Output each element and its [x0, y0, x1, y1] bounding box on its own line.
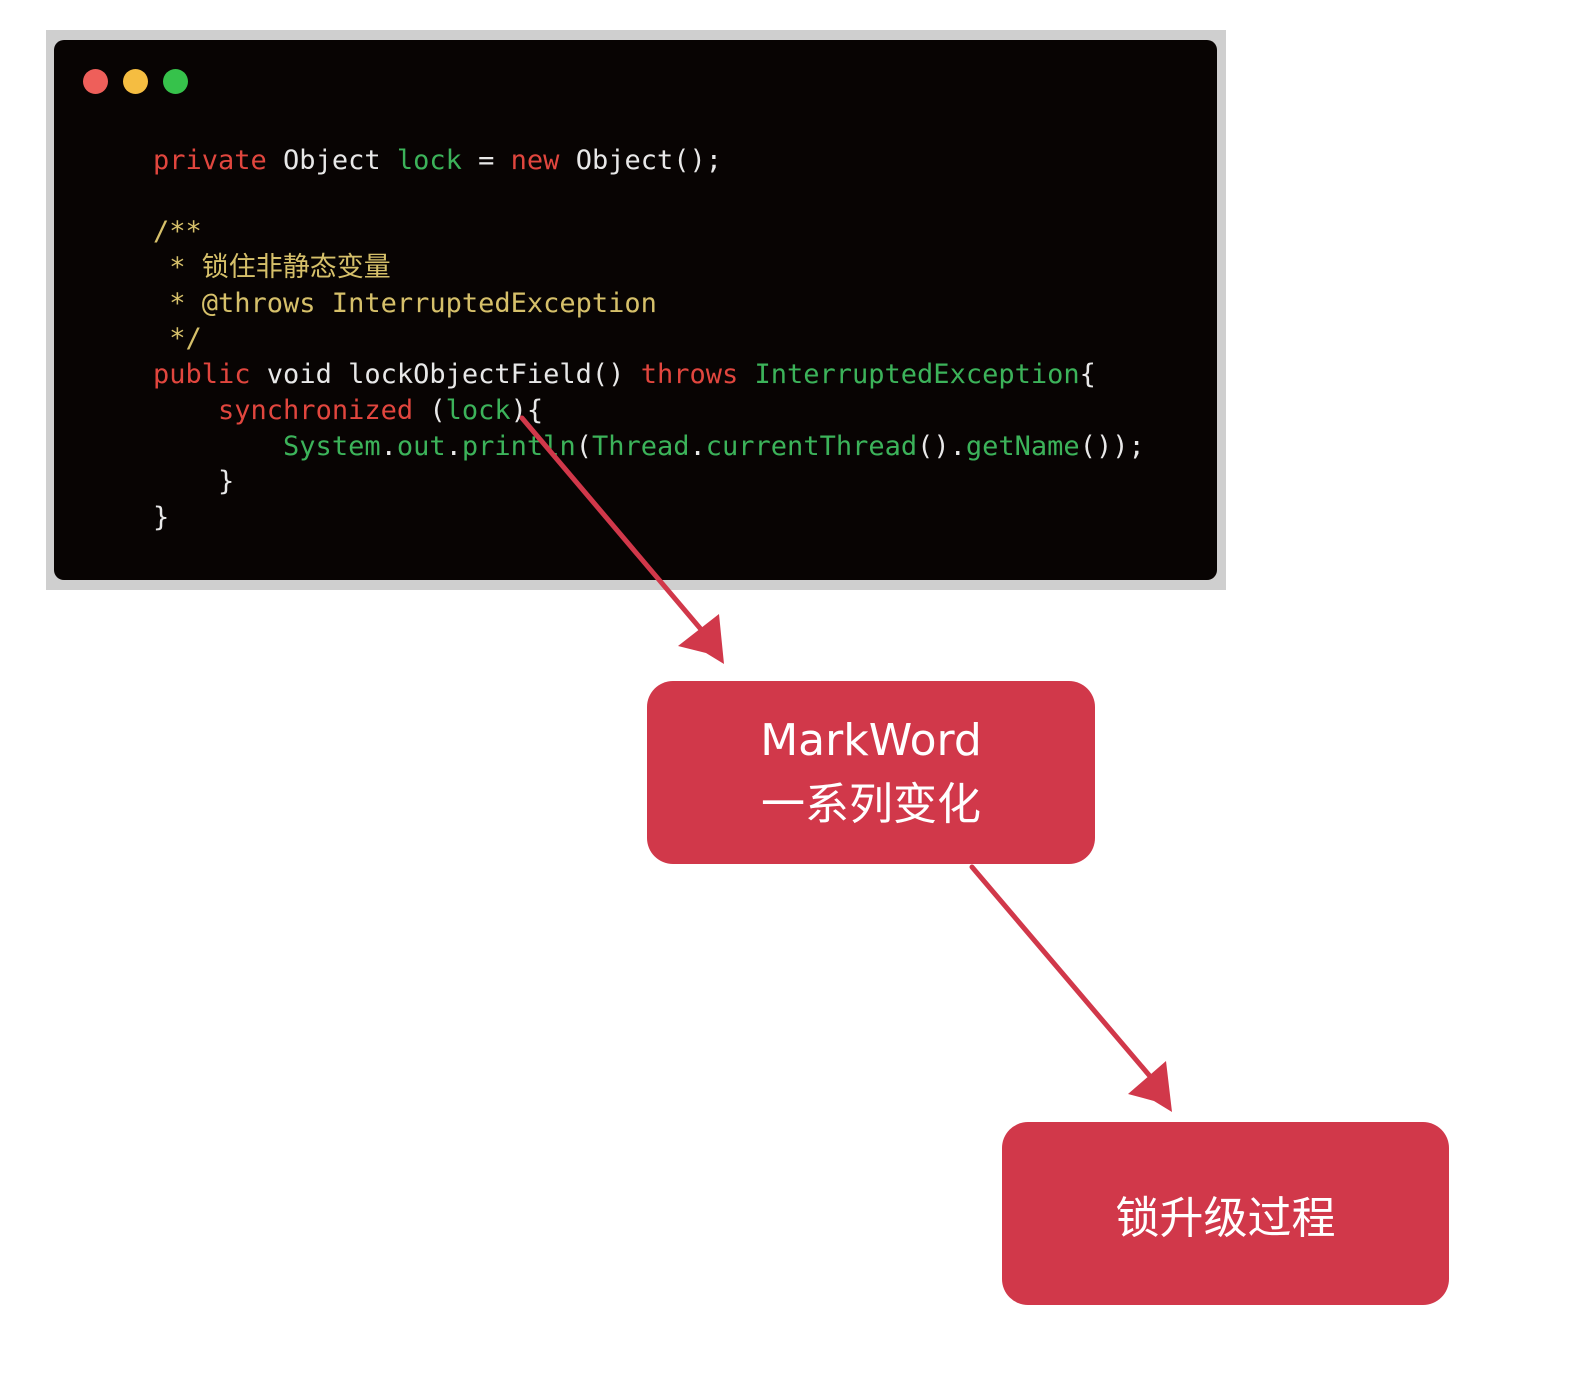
code-token: (: [413, 394, 446, 426]
code-token: throws: [640, 359, 739, 391]
code-line: }: [153, 464, 1145, 500]
code-line: public void lockObjectField() throws Int…: [153, 357, 1145, 393]
code-token: System: [283, 430, 381, 462]
close-dot-icon: [83, 69, 108, 94]
code-line: synchronized (lock){: [153, 393, 1145, 429]
code-token: }: [153, 501, 170, 533]
code-token: Object();: [559, 145, 722, 176]
code-token: .: [380, 430, 397, 462]
code-token: lock: [396, 145, 462, 176]
code-token: new: [510, 145, 560, 176]
code-token: * @throws InterruptedException: [153, 287, 657, 319]
code-token: }: [153, 466, 235, 498]
code-token: currentThread: [705, 430, 918, 462]
code-line: /**: [153, 214, 1145, 250]
markword-title: MarkWord: [760, 714, 982, 766]
code-token: void lockObjectField(): [250, 359, 641, 391]
code-token: getName: [965, 430, 1080, 462]
code-line: * 锁住非静态变量: [153, 250, 1145, 286]
code-token: (: [575, 430, 592, 462]
code-line: */: [153, 321, 1145, 357]
code-token: Thread: [591, 430, 690, 462]
code-token: */: [153, 323, 202, 355]
code-token: synchronized: [218, 394, 414, 426]
code-line: }: [153, 500, 1145, 536]
code-token: lock: [445, 394, 511, 426]
code-line: System.out.println(Thread.currentThread(…: [153, 429, 1145, 465]
arrow-markword-to-upgrade: [969, 864, 1172, 1112]
code-token: ());: [1079, 430, 1145, 462]
code-token: out: [396, 430, 446, 462]
markword-subtitle: 一系列变化: [761, 778, 981, 830]
code-token: Object: [266, 145, 397, 176]
code-token: * 锁住非静态变量: [153, 252, 391, 284]
code-token: .: [689, 430, 706, 462]
lock-upgrade-box: 锁升级过程: [1002, 1122, 1449, 1305]
minimize-dot-icon: [123, 69, 148, 94]
code-window: [54, 40, 1217, 580]
code-token: {: [1079, 359, 1096, 391]
code-token: /**: [153, 216, 202, 248]
code-line: * @throws InterruptedException: [153, 286, 1145, 322]
maximize-dot-icon: [163, 69, 188, 94]
code-token: ().: [917, 430, 966, 462]
code-line: private Object lock = new Object();: [153, 143, 1145, 179]
code-token: public: [153, 359, 251, 391]
arrow-code-to-markword: [519, 415, 724, 664]
markword-box: MarkWord 一系列变化: [647, 681, 1095, 864]
code-token: InterruptedException: [754, 359, 1080, 391]
code-block: private Object lock = new Object(); /** *…: [153, 143, 1145, 536]
code-token: .: [445, 430, 462, 462]
lock-upgrade-label: 锁升级过程: [1115, 1192, 1336, 1244]
code-token: private: [153, 145, 267, 176]
code-token: =: [461, 145, 511, 176]
